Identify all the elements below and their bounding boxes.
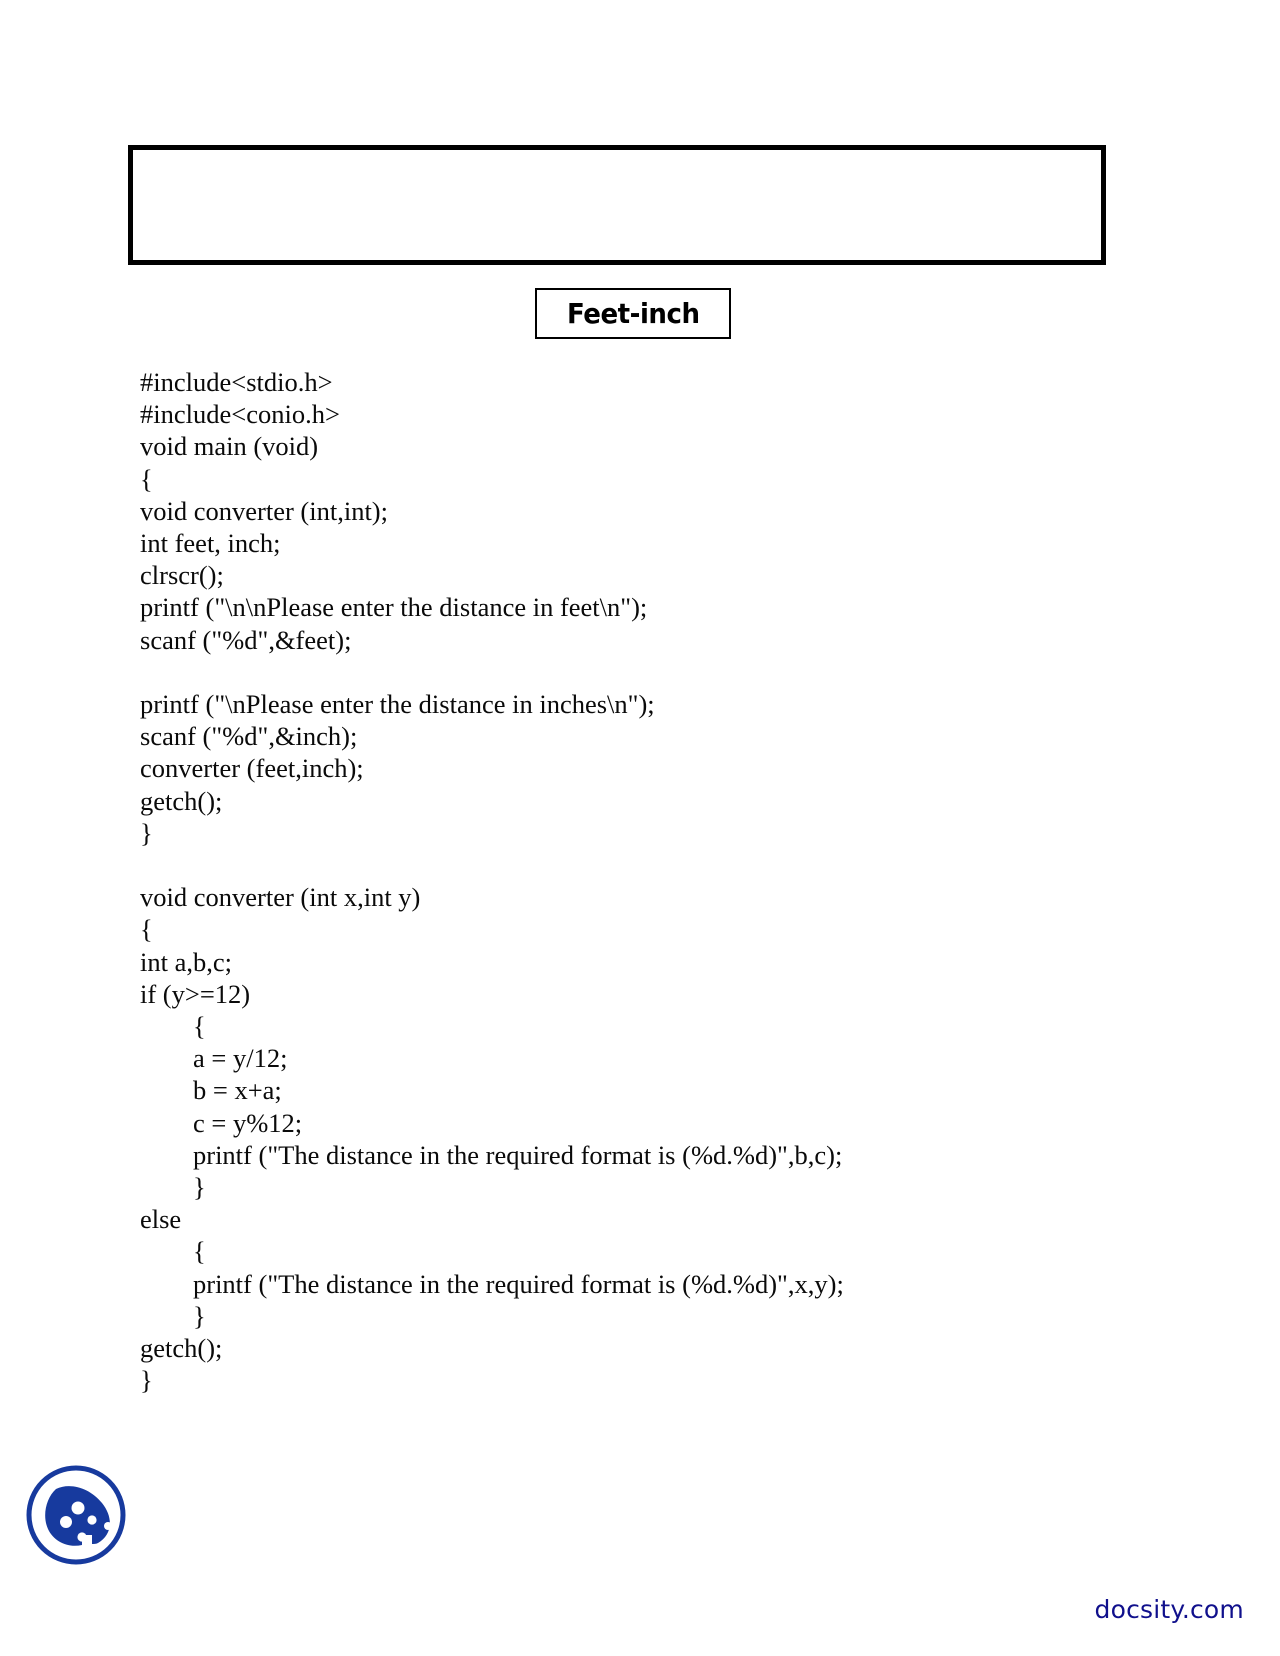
- docsity-cookie-logo: [24, 1463, 128, 1567]
- code-line: [140, 656, 1140, 688]
- code-line: int feet, inch;: [140, 528, 281, 559]
- code-line: else: [140, 1204, 182, 1235]
- code-line: }: [140, 1172, 206, 1203]
- code-line: {: [140, 914, 153, 945]
- title-chip: Feet-inch: [535, 288, 731, 339]
- code-line: getch();: [140, 1333, 223, 1364]
- code-line: [140, 849, 1140, 881]
- code-line: printf ("\n\nPlease enter the distance i…: [140, 592, 648, 623]
- code-line: clrscr();: [140, 560, 224, 591]
- code-line: c = y%12;: [140, 1107, 303, 1138]
- code-line: {: [140, 1011, 206, 1042]
- code-line: scanf ("%d",&inch);: [140, 721, 358, 752]
- code-line: }: [140, 1365, 153, 1396]
- code-line: b = x+a;: [140, 1075, 282, 1106]
- code-line: }: [140, 817, 153, 848]
- code-line: }: [140, 1300, 206, 1331]
- code-line: printf ("The distance in the required fo…: [140, 1268, 844, 1299]
- code-line: a = y/12;: [140, 1043, 288, 1074]
- code-line: if (y>=12): [140, 978, 251, 1009]
- code-line: {: [140, 463, 153, 494]
- code-line: getch();: [140, 785, 223, 816]
- docsity-watermark[interactable]: docsity.com: [1094, 1595, 1244, 1624]
- code-line: #include<conio.h>: [140, 399, 340, 430]
- code-line: converter (feet,inch);: [140, 753, 364, 784]
- code-line: void converter (int x,int y): [140, 882, 421, 913]
- code-line: {: [140, 1236, 206, 1267]
- code-line: scanf ("%d",&feet);: [140, 624, 352, 655]
- code-line: int a,b,c;: [140, 946, 232, 977]
- page-title: Feet-inch: [566, 296, 700, 330]
- code-line: void main (void): [140, 431, 319, 462]
- code-line: printf ("\nPlease enter the distance in …: [140, 689, 655, 720]
- code-listing: #include<stdio.h>#include<conio.h>void m…: [140, 366, 1140, 1396]
- code-line: void converter (int,int);: [140, 495, 388, 526]
- code-line: #include<stdio.h>: [140, 367, 333, 397]
- code-line: printf ("The distance in the required fo…: [140, 1139, 843, 1170]
- header-box: [128, 145, 1106, 265]
